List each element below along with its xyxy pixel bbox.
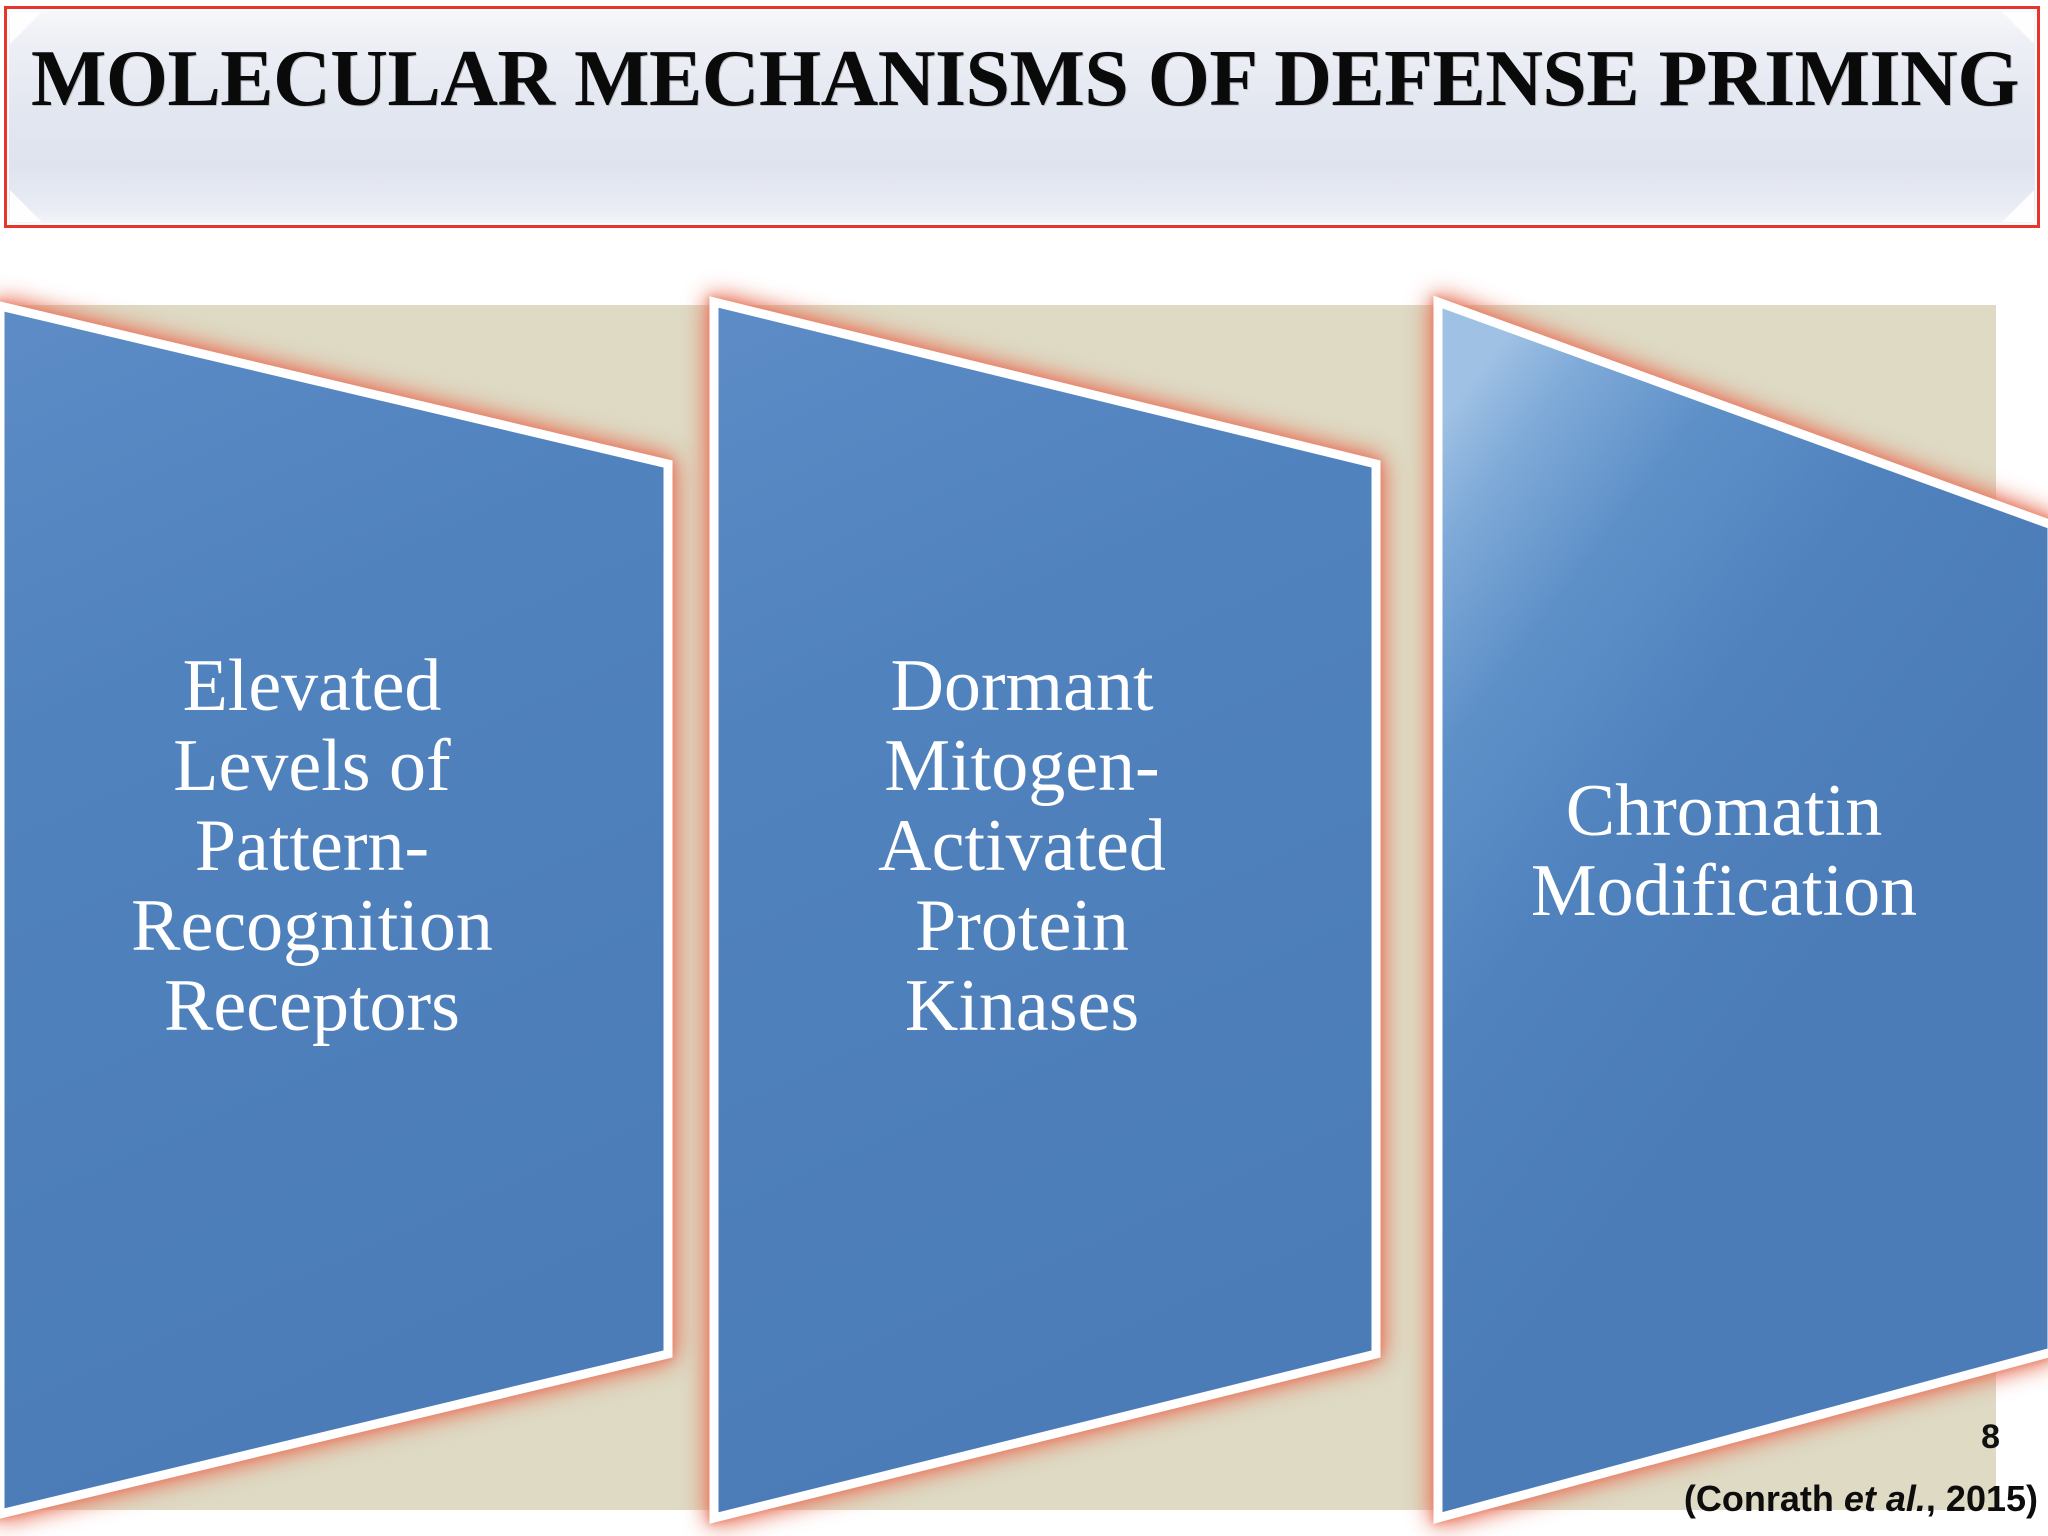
chevron-2-polygon [709,296,1381,1524]
chevron-1-label: Elevated Levels of Pattern- Recognition … [131,645,493,1047]
page-title: MOLECULAR MECHANISMS OF DEFENSE PRIMING [31,35,2019,123]
citation-text: (Conrath et al., 2015) [1684,1478,2038,1520]
chevron-3-label: Chromatin Modification [1530,770,1918,932]
chevron-2-label: Dormant Mitogen- Activated Protein Kinas… [878,645,1166,1047]
citation-prefix: (Conrath [1683,1478,1844,1519]
chevron-shape-prr[interactable]: Elevated Levels of Pattern- Recognition … [0,292,692,1522]
slide-title-banner: MOLECULAR MECHANISMS OF DEFENSE PRIMING [4,6,2040,228]
chevron-1-svg [0,301,673,1519]
citation-et-al: et al. [1843,1478,1926,1519]
chevron-shape-chromatin[interactable]: Chromatin Modification [1424,292,2048,1524]
chevron-2-svg [709,296,1381,1524]
chevron-3-svg [1433,295,2048,1524]
chevron-shape-mapk[interactable]: Dormant Mitogen- Activated Protein Kinas… [700,292,1400,1524]
chevron-1-polygon [0,301,673,1519]
chevron-3-polygon [1433,295,2048,1524]
page-number: 8 [1981,1418,2000,1456]
citation-suffix: , 2015) [1925,1478,2038,1519]
